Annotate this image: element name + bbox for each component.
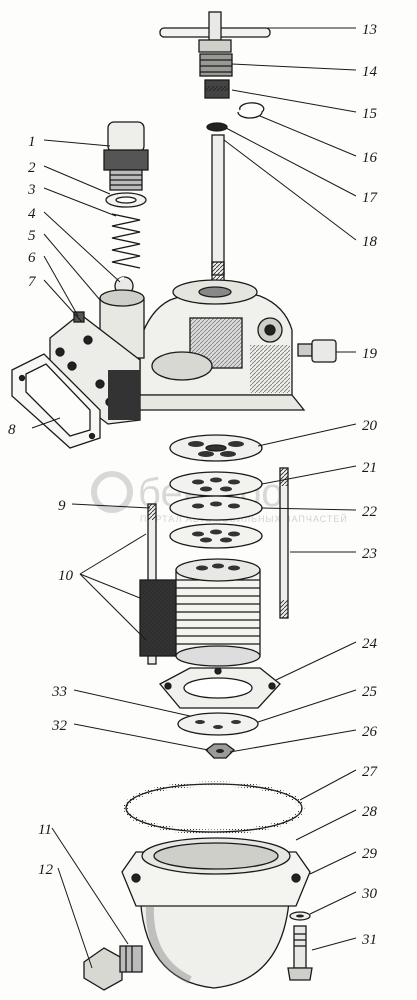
plug-washer xyxy=(105,192,147,208)
callout-30: 30 xyxy=(361,886,378,902)
center-nut xyxy=(205,743,235,759)
filter-disc xyxy=(169,495,263,521)
retainer-plate xyxy=(158,667,281,709)
callout-18: 18 xyxy=(362,234,378,250)
callout-6: 6 xyxy=(28,250,36,266)
callout-1: 1 xyxy=(28,134,36,150)
callout-10: 10 xyxy=(58,568,74,584)
gland-seal xyxy=(204,79,230,99)
callout-2: 2 xyxy=(28,160,36,176)
flange-gasket xyxy=(11,353,101,449)
filter-head-housing xyxy=(126,279,306,411)
callout-12: 12 xyxy=(38,862,54,878)
t-handle xyxy=(159,11,271,53)
callout-15: 15 xyxy=(362,106,378,122)
callout-29: 29 xyxy=(362,846,378,862)
top-filter-plate xyxy=(169,434,263,462)
callout-25: 25 xyxy=(362,684,378,700)
drain-plug xyxy=(297,339,337,363)
callout-19: 19 xyxy=(362,346,378,362)
filter-disc xyxy=(169,523,263,549)
callout-22: 22 xyxy=(362,504,378,520)
callout-14: 14 xyxy=(362,64,378,80)
callout-9: 9 xyxy=(58,498,66,514)
callout-17: 17 xyxy=(362,190,379,206)
callout-21: 21 xyxy=(362,460,377,476)
callout-labels: 1 2 3 4 5 6 7 8 9 10 11 12 13 14 15 16 1… xyxy=(8,22,379,948)
callout-5: 5 xyxy=(28,228,36,244)
bowl-bolt xyxy=(287,925,313,981)
gland-nut xyxy=(199,53,233,77)
filter-bowl xyxy=(121,837,311,989)
bowl-drain-plug xyxy=(83,945,143,991)
bolt-washer xyxy=(289,911,311,921)
watermark-tagline: ПОРТАЛ АВТОМОБИЛЬНЫХ ЗАПЧАСТЕЙ xyxy=(140,513,348,524)
callout-13: 13 xyxy=(362,22,377,38)
callout-3: 3 xyxy=(27,182,36,198)
seal-plate xyxy=(177,712,259,736)
callout-32: 32 xyxy=(51,718,68,734)
cap-plug xyxy=(103,121,149,191)
callout-7: 7 xyxy=(28,274,37,290)
spindle-washer xyxy=(206,122,228,132)
leader-lines xyxy=(31,27,357,969)
callout-16: 16 xyxy=(362,150,378,166)
callout-8: 8 xyxy=(8,422,16,438)
callout-4: 4 xyxy=(28,206,36,222)
callout-31: 31 xyxy=(361,932,377,948)
flange-screw xyxy=(73,311,85,323)
callout-27: 27 xyxy=(362,764,379,780)
callout-11: 11 xyxy=(38,822,52,838)
callout-23: 23 xyxy=(362,546,377,562)
callout-24: 24 xyxy=(362,636,378,652)
callout-28: 28 xyxy=(362,804,378,820)
spindle-rod xyxy=(211,134,225,283)
callout-33: 33 xyxy=(51,684,67,700)
callout-20: 20 xyxy=(362,418,378,434)
callout-26: 26 xyxy=(362,724,378,740)
filter-element-stack xyxy=(139,558,261,667)
snap-ring xyxy=(237,102,265,119)
bowl-gasket xyxy=(123,781,305,835)
filter-disc xyxy=(169,471,263,497)
valve-spring xyxy=(111,213,141,269)
tie-rod xyxy=(279,467,289,619)
